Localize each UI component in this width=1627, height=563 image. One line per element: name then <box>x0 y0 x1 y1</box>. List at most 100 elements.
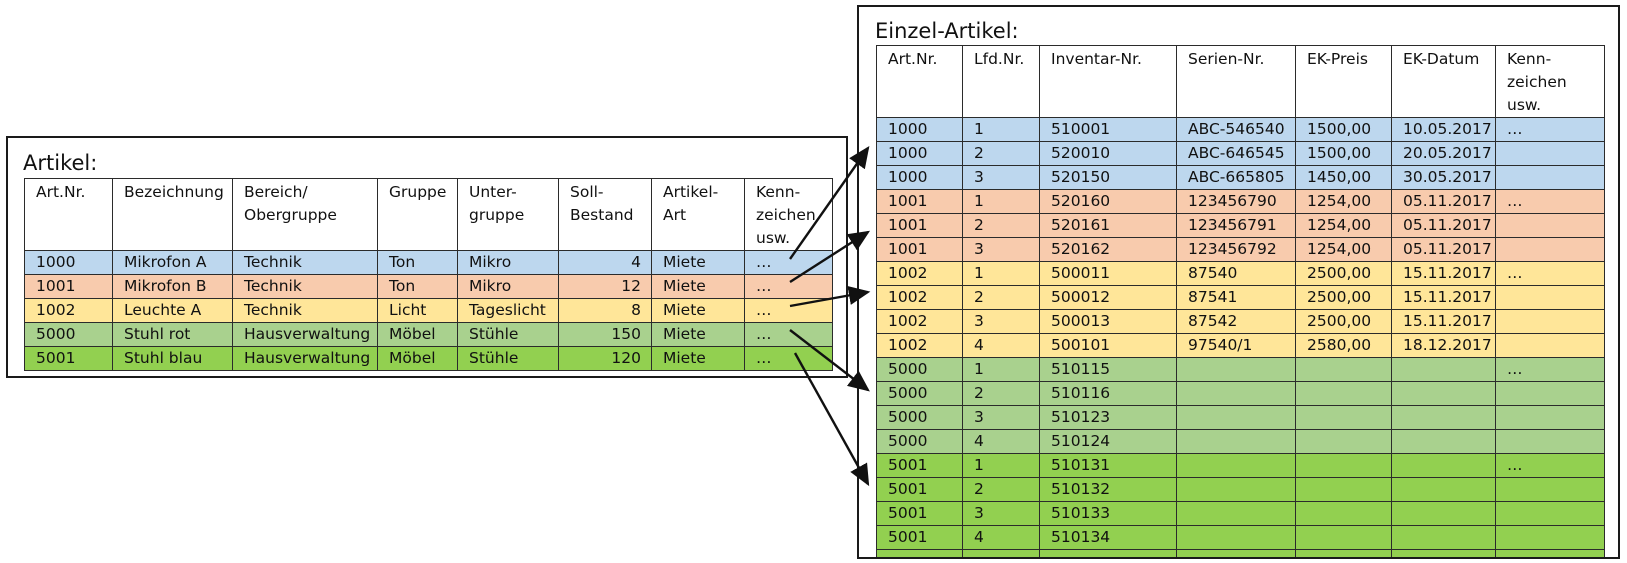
artikel-cell-5: 8 <box>558 298 652 323</box>
artikel-cell-1: Stuhl blau <box>112 346 233 371</box>
artikel-cell-1: Mikrofon B <box>112 274 233 299</box>
einzel-header-1: Lfd.Nr. <box>962 45 1040 118</box>
einzel-cell-1: 2 <box>962 285 1040 310</box>
einzel-cell-6 <box>1495 549 1605 557</box>
einzel-cell-2: 500013 <box>1039 309 1177 334</box>
einzel-cell-0: 5000 <box>876 357 963 382</box>
einzel-cell-0: 5001 <box>876 501 963 526</box>
einzel-cell-1: 4 <box>962 525 1040 550</box>
einzel-cell-5: 10.05.2017 <box>1391 117 1496 142</box>
einzel-cell-1: 1 <box>962 261 1040 286</box>
einzel-cell-6 <box>1495 141 1605 166</box>
einzel-cell-5: 30.05.2017 <box>1391 165 1496 190</box>
einzel-cell-5: 15.11.2017 <box>1391 285 1496 310</box>
einzel-cell-3 <box>1176 453 1296 478</box>
einzel-cell-6: … <box>1495 357 1605 382</box>
einzel-cell-0: 5000 <box>876 381 963 406</box>
einzel-cell-4: 2500,00 <box>1295 309 1392 334</box>
artikel-cell-7: … <box>744 346 833 371</box>
einzel-artikel-table: Art.Nr.Lfd.Nr.Inventar-Nr.Serien-Nr.EK-P… <box>876 45 1605 557</box>
artikel-header-0: Art.Nr. <box>24 178 113 251</box>
einzel-header-4: EK-Preis <box>1295 45 1392 118</box>
einzel-cell-4 <box>1295 357 1392 382</box>
einzel-cell-1: 2 <box>962 213 1040 238</box>
artikel-cell-7: … <box>744 322 833 347</box>
einzel-cell-2: 500101 <box>1039 333 1177 358</box>
einzel-cell-4: 1254,00 <box>1295 237 1392 262</box>
einzel-cell-3: ABC-665805 <box>1176 165 1296 190</box>
einzel-cell-4 <box>1295 549 1392 557</box>
einzel-cell-0: 1002 <box>876 261 963 286</box>
einzel-cell-1: 3 <box>962 405 1040 430</box>
artikel-cell-7: … <box>744 274 833 299</box>
artikel-cell-3: Ton <box>377 274 458 299</box>
artikel-cell-0: 1002 <box>24 298 113 323</box>
einzel-cell-2: 520150 <box>1039 165 1177 190</box>
einzel-header-0: Art.Nr. <box>876 45 963 118</box>
einzel-cell-6 <box>1495 237 1605 262</box>
artikel-cell-5: 150 <box>558 322 652 347</box>
einzel-cell-6: … <box>1495 189 1605 214</box>
einzel-cell-2: 510001 <box>1039 117 1177 142</box>
artikel-cell-6: Miete <box>651 250 745 275</box>
einzel-cell-2: 510132 <box>1039 477 1177 502</box>
artikel-cell-3: Möbel <box>377 346 458 371</box>
einzel-cell-5 <box>1391 477 1496 502</box>
einzel-cell-5: 15.11.2017 <box>1391 309 1496 334</box>
einzel-cell-3: 97540/1 <box>1176 333 1296 358</box>
artikel-cell-4: Stühle <box>457 346 559 371</box>
einzel-cell-3 <box>1176 549 1296 557</box>
artikel-cell-4: Stühle <box>457 322 559 347</box>
einzel-cell-6: … <box>1495 117 1605 142</box>
einzel-cell-5: 15.11.2017 <box>1391 261 1496 286</box>
artikel-cell-4: Mikro <box>457 250 559 275</box>
einzel-cell-5 <box>1391 525 1496 550</box>
einzel-header-5: EK-Datum <box>1391 45 1496 118</box>
einzel-cell-5: 05.11.2017 <box>1391 237 1496 262</box>
einzel-cell-0: 1001 <box>876 189 963 214</box>
einzel-cell-3 <box>1176 525 1296 550</box>
artikel-cell-6: Miete <box>651 298 745 323</box>
einzel-cell-4 <box>1295 453 1392 478</box>
artikel-cell-1: Stuhl rot <box>112 322 233 347</box>
einzel-cell-4 <box>1295 429 1392 454</box>
einzel-header-3: Serien-Nr. <box>1176 45 1296 118</box>
einzel-header-row: Art.Nr.Lfd.Nr.Inventar-Nr.Serien-Nr.EK-P… <box>876 45 1605 118</box>
einzel-cell-1: 2 <box>962 381 1040 406</box>
einzel-cell-3: 87540 <box>1176 261 1296 286</box>
einzel-cell-0: 1000 <box>876 117 963 142</box>
einzel-cell-6 <box>1495 333 1605 358</box>
einzel-artikel-title: Einzel-Artikel: <box>875 19 1019 43</box>
einzel-cell-1: 1 <box>962 357 1040 382</box>
einzel-cell-0: 5001 <box>876 453 963 478</box>
einzel-cell-5: 05.11.2017 <box>1391 189 1496 214</box>
artikel-cell-3: Möbel <box>377 322 458 347</box>
einzel-cell-5 <box>1391 429 1496 454</box>
artikel-cell-1: Leuchte A <box>112 298 233 323</box>
einzel-cell-4: 2580,00 <box>1295 333 1392 358</box>
einzel-cell-3: 123456791 <box>1176 213 1296 238</box>
einzel-cell-3: ABC-546540 <box>1176 117 1296 142</box>
artikel-cell-1: Mikrofon A <box>112 250 233 275</box>
artikel-cell-3: Licht <box>377 298 458 323</box>
einzel-cell-6 <box>1495 309 1605 334</box>
artikel-cell-2: Technik <box>232 298 378 323</box>
einzel-cell-0: 1002 <box>876 309 963 334</box>
artikel-header-6: Artikel-Art <box>651 178 745 251</box>
einzel-cell-0: 5000 <box>876 429 963 454</box>
artikel-header-3: Gruppe <box>377 178 458 251</box>
